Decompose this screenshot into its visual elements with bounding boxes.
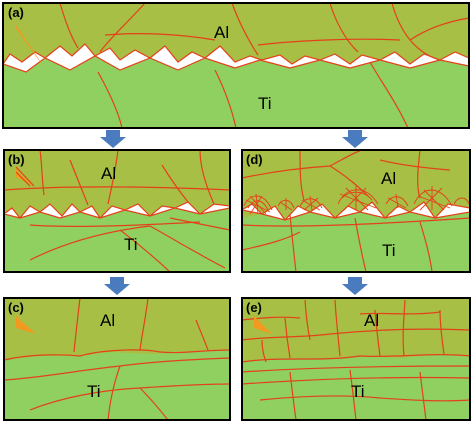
panel-c-frame xyxy=(3,297,231,421)
panel-c-wedge xyxy=(16,315,36,334)
panel-c-ti-region xyxy=(4,350,230,420)
panel-c-label: (c) xyxy=(8,300,24,315)
panel-e-frame xyxy=(241,297,471,421)
panel-d-top-phase: Al xyxy=(381,169,396,188)
panel-b-interface-gaps xyxy=(2,201,231,219)
panel-e-top-phase: Al xyxy=(364,311,379,330)
panel-d-frame xyxy=(241,149,471,273)
panel-c-grain-boundaries xyxy=(3,297,231,421)
arrow-d-to-e xyxy=(342,277,368,295)
panel-c: (c) Al Ti xyxy=(3,297,231,421)
panel-b-grain-boundaries xyxy=(3,149,231,273)
panel-d-bottom-phase: Ti xyxy=(382,241,396,260)
arrow-a-to-d xyxy=(342,130,368,148)
panel-a-label: (a) xyxy=(8,5,24,20)
panel-b-wedge-lines xyxy=(15,166,35,187)
panel-a-frame xyxy=(2,2,470,129)
panel-e-grain-boundaries xyxy=(241,299,471,421)
panel-d: (d) Al Ti xyxy=(240,149,471,273)
panel-a: (a) Al Ti xyxy=(2,2,470,129)
panel-b: (b) Al Ti xyxy=(2,149,231,273)
panel-b-bottom-phase: Ti xyxy=(124,235,138,254)
panel-b-wedge xyxy=(16,167,34,186)
panel-a-grain-boundaries xyxy=(59,2,470,129)
panel-a-ti-region xyxy=(3,56,469,128)
panel-d-ti-region xyxy=(242,212,470,272)
panel-d-interface-gaps xyxy=(240,201,471,221)
panel-b-ti-region xyxy=(4,208,230,272)
panel-d-label: (d) xyxy=(246,152,263,167)
arrow-b-to-c xyxy=(104,277,130,295)
panel-c-top-phase: Al xyxy=(100,311,115,330)
panel-e-label: (e) xyxy=(246,300,262,315)
arrow-a-to-b xyxy=(100,130,126,148)
panel-b-label: (b) xyxy=(8,152,25,167)
panel-a-bottom-phase: Ti xyxy=(258,94,272,113)
panel-e-wedge xyxy=(254,316,272,334)
panel-e-ti-region xyxy=(242,354,470,420)
panel-b-frame xyxy=(3,149,231,273)
panel-e: (e) Al Ti xyxy=(241,297,471,421)
panel-a-wedge xyxy=(14,22,46,70)
panel-e-bottom-phase: Ti xyxy=(351,382,365,401)
panel-a-top-phase: Al xyxy=(214,23,229,42)
panel-a-interface-gaps xyxy=(2,43,470,73)
panel-c-bottom-phase: Ti xyxy=(87,382,101,401)
panel-b-top-phase: Al xyxy=(101,164,116,183)
panel-d-reaction-mesh xyxy=(243,186,470,215)
